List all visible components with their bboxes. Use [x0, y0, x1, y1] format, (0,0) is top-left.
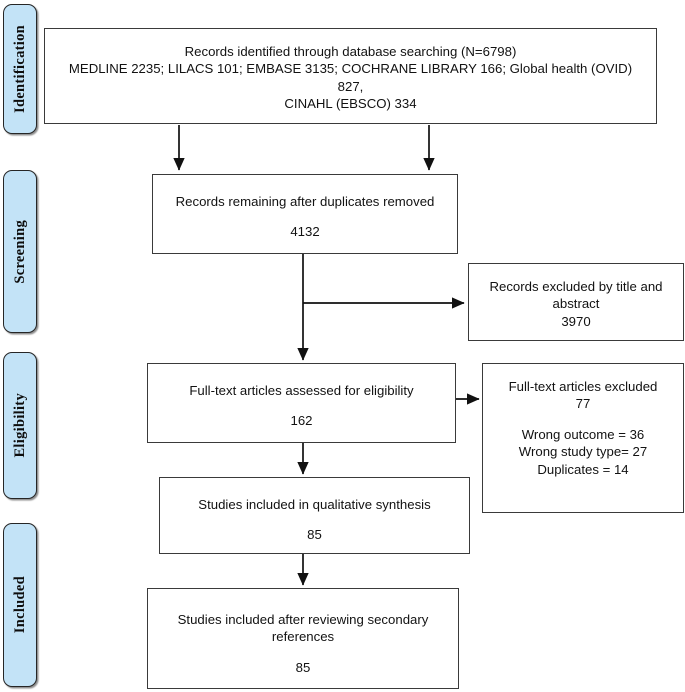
fulltext-excluded-line1: Full-text articles excluded — [508, 379, 658, 394]
fulltext-excluded-reason-1: Wrong outcome = 36 — [521, 426, 645, 442]
node-fulltext-excluded: Full-text articles excluded 77 Wrong out… — [482, 363, 684, 513]
excluded-title-abstract-line1: Records excluded by title and — [489, 279, 663, 294]
node-qualitative-synthesis: Studies included in qualitative synthesi… — [159, 477, 470, 554]
fulltext-excluded-count: 77 — [575, 396, 591, 412]
stage-label-identification: Identification — [3, 4, 37, 134]
stage-label-included-text: Included — [11, 576, 28, 634]
stage-label-included: Included — [3, 523, 37, 687]
node-fulltext-assessed: Full-text articles assessed for eligibil… — [147, 363, 456, 443]
node-records-excluded-title-abstract: Records excluded by title and abstract 3… — [468, 263, 684, 341]
after-duplicates-line1: Records remaining after duplicates remov… — [175, 194, 435, 209]
spacer — [170, 513, 459, 526]
stage-label-eligibility: Eligibility — [3, 352, 37, 499]
excluded-title-abstract-count: 3970 — [561, 313, 591, 329]
spacer — [163, 210, 447, 223]
records-identified-line2: MEDLINE 2235; LILACS 101; EMBASE 3135; C… — [68, 61, 636, 94]
after-duplicates-count: 4132 — [290, 224, 320, 240]
secondary-references-line2: references — [271, 629, 335, 645]
spacer — [158, 399, 445, 412]
node-records-after-duplicates: Records remaining after duplicates remov… — [152, 174, 458, 254]
fulltext-assessed-count: 162 — [290, 413, 313, 429]
spacer — [158, 646, 448, 659]
secondary-references-count: 85 — [295, 659, 311, 675]
fulltext-excluded-reason-2: Wrong study type= 27 — [518, 444, 648, 460]
excluded-title-abstract-line2: abstract — [552, 296, 600, 312]
records-identified-line3: CINAHL (EBSCO) 334 — [284, 96, 417, 112]
node-records-identified: Records identified through database sear… — [44, 28, 657, 124]
stage-label-screening: Screening — [3, 170, 37, 333]
node-secondary-references: Studies included after reviewing seconda… — [147, 588, 459, 689]
fulltext-assessed-line1: Full-text articles assessed for eligibil… — [189, 383, 414, 398]
qualitative-synthesis-count: 85 — [307, 527, 322, 543]
records-identified-line1: Records identified through database sear… — [184, 44, 517, 59]
fulltext-excluded-reason-3: Duplicates = 14 — [537, 461, 629, 477]
spacer — [493, 413, 673, 426]
secondary-references-line1: Studies included after reviewing seconda… — [177, 612, 429, 627]
stage-label-identification-text: Identification — [11, 25, 28, 113]
stage-label-screening-text: Screening — [11, 219, 28, 284]
stage-label-eligibility-text: Eligibility — [11, 393, 28, 458]
qualitative-synthesis-line1: Studies included in qualitative synthesi… — [198, 497, 431, 512]
